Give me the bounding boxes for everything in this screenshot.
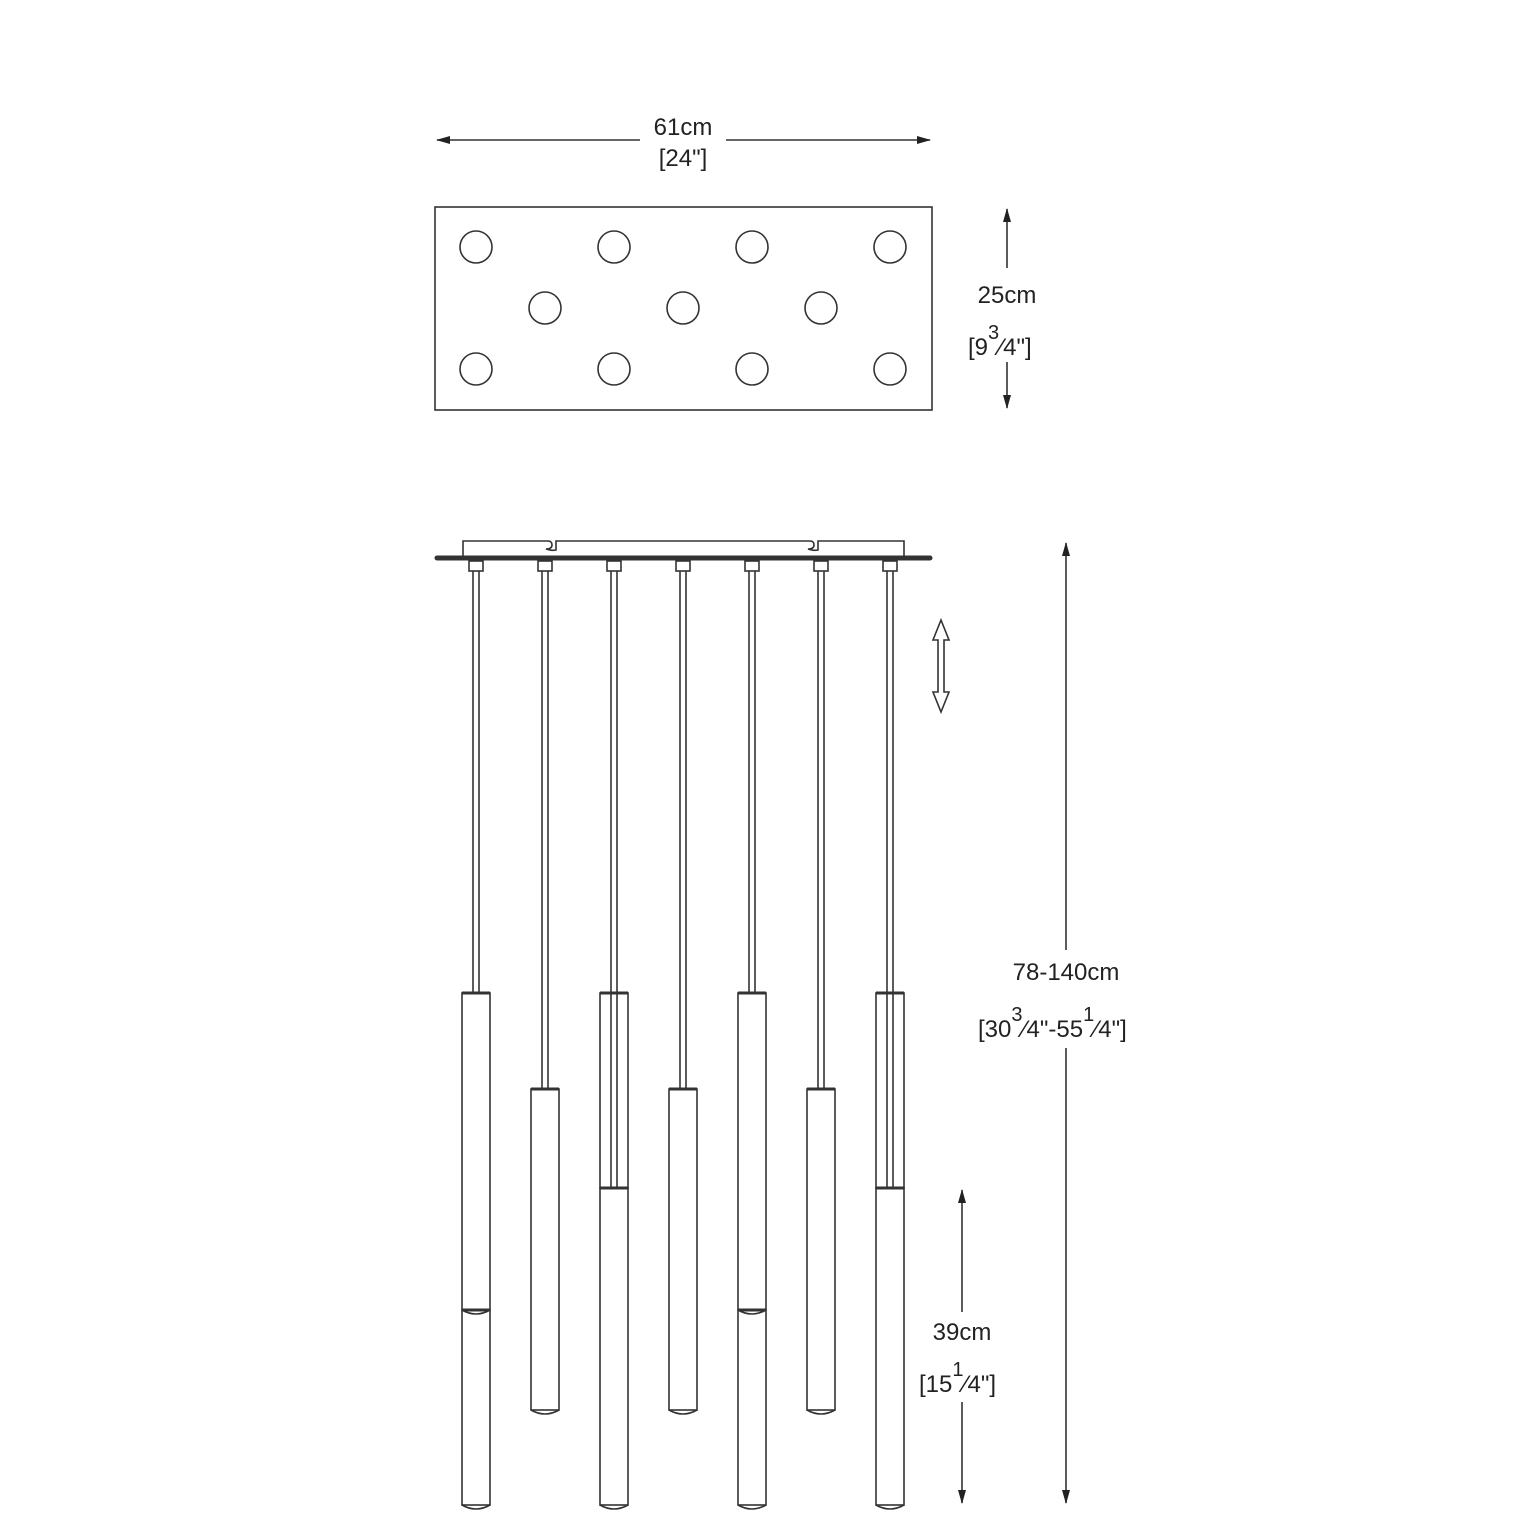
depth-imperial-label: [93⁄4"] bbox=[968, 322, 1032, 361]
top-view-canopy bbox=[434, 206, 933, 411]
pendant-tube bbox=[737, 992, 767, 1311]
fixture-holes bbox=[459, 230, 907, 386]
pendant-tube bbox=[461, 992, 491, 1311]
pendants bbox=[461, 560, 905, 1510]
pendant bbox=[668, 560, 698, 1415]
pendant bbox=[599, 560, 629, 1510]
width-dimension: 61cm [24"] bbox=[436, 114, 931, 172]
pendant-tube bbox=[530, 1088, 560, 1411]
height-metric-label: 78-140cm bbox=[1013, 959, 1120, 986]
pendant-connector bbox=[744, 560, 760, 572]
mounting-bracket bbox=[462, 540, 905, 556]
fixture-hole bbox=[735, 230, 769, 264]
canopy-outline bbox=[434, 206, 933, 411]
pendant-tube bbox=[599, 992, 629, 1189]
pendant bbox=[530, 560, 560, 1415]
fixture-hole bbox=[666, 291, 700, 325]
pendant-tube bbox=[875, 1187, 905, 1506]
fixture-hole bbox=[597, 352, 631, 386]
pendant-tube bbox=[599, 1187, 629, 1506]
tube-lens bbox=[530, 1409, 560, 1415]
pendant bbox=[737, 560, 767, 1510]
pendant-tube bbox=[875, 992, 905, 1189]
tube-lens bbox=[599, 1504, 629, 1510]
fixture-hole bbox=[459, 352, 493, 386]
tube-lens bbox=[461, 1504, 491, 1510]
shade-imperial-label: [151⁄4"] bbox=[919, 1359, 996, 1398]
pendant bbox=[461, 560, 491, 1510]
tube-lens bbox=[737, 1504, 767, 1510]
pendant-connector bbox=[882, 560, 898, 572]
pendant-tube bbox=[668, 1088, 698, 1411]
pendant-connector bbox=[675, 560, 691, 572]
tube-lens bbox=[806, 1409, 836, 1415]
height-imperial-label: [303⁄4"-551⁄4"] bbox=[978, 1004, 1127, 1043]
shade-length-dimension: 39cm [151⁄4"] bbox=[919, 1189, 996, 1504]
pendant bbox=[875, 560, 905, 1510]
pendant-connector bbox=[813, 560, 829, 572]
fixture-hole bbox=[873, 352, 907, 386]
tube-lens bbox=[668, 1409, 698, 1415]
fixture-hole bbox=[735, 352, 769, 386]
pendant bbox=[806, 560, 836, 1415]
pendant-connector bbox=[606, 560, 622, 572]
pendant-tube bbox=[737, 1309, 767, 1506]
fixture-hole bbox=[873, 230, 907, 264]
depth-dimension: 25cm [93⁄4"] bbox=[968, 208, 1037, 409]
fixture-hole bbox=[804, 291, 838, 325]
tube-lens bbox=[875, 1504, 905, 1510]
width-metric-label: 61cm bbox=[654, 114, 713, 141]
fixture-hole bbox=[597, 230, 631, 264]
depth-metric-label: 25cm bbox=[978, 282, 1037, 309]
side-view-canopy bbox=[434, 540, 933, 561]
width-imperial-label: [24"] bbox=[659, 145, 708, 172]
pendant-tube bbox=[806, 1088, 836, 1411]
pendant-connector bbox=[537, 560, 553, 572]
pendant-connector bbox=[468, 560, 484, 572]
pendant-tube bbox=[461, 1309, 491, 1506]
fixture-hole bbox=[528, 291, 562, 325]
shade-metric-label: 39cm bbox=[933, 1319, 992, 1346]
adjustable-height-icon bbox=[931, 617, 951, 715]
height-dimension: 78-140cm [303⁄4"-551⁄4"] bbox=[978, 542, 1127, 1504]
fixture-hole bbox=[459, 230, 493, 264]
